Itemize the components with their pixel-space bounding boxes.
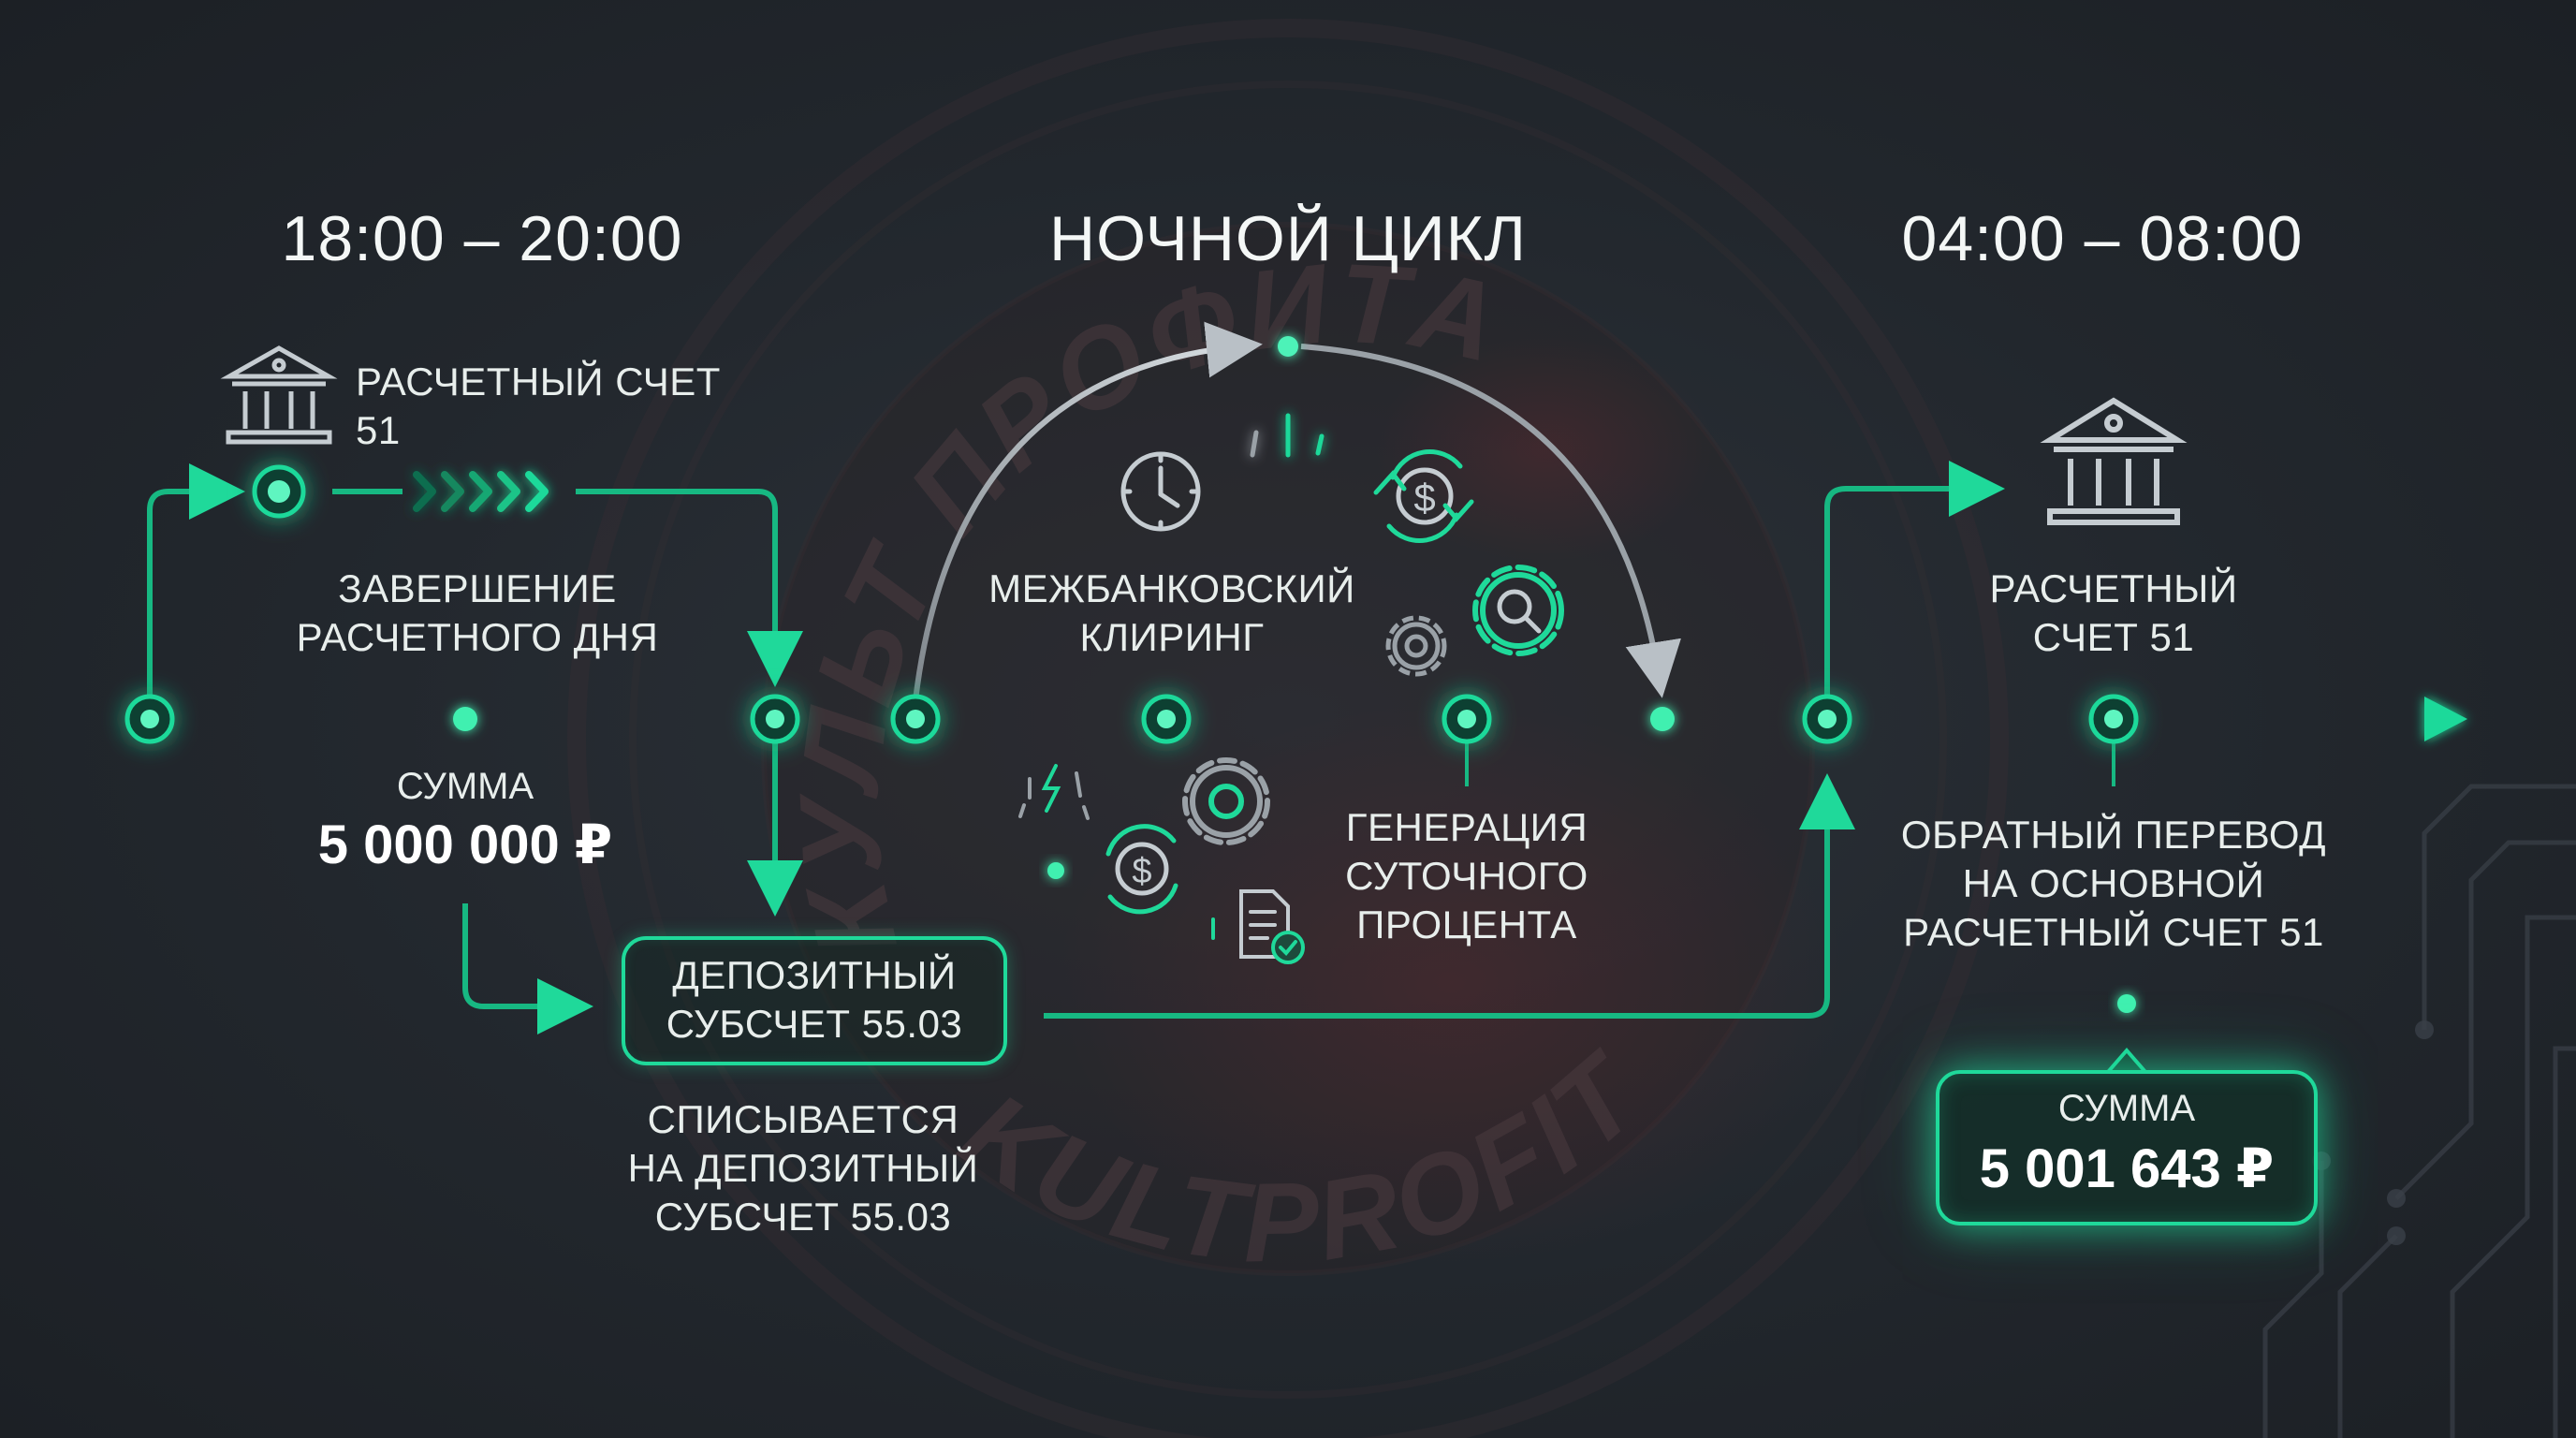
bank-icon — [2040, 397, 2188, 525]
svg-text:$: $ — [1413, 476, 1435, 520]
tick-marks — [1250, 413, 1325, 458]
loop-down-line — [576, 489, 803, 687]
right-loop-line — [1824, 461, 2005, 719]
chevrons-icon — [413, 471, 549, 512]
account-label-top: РАСЧЕТНЫЙ СЧЕТ 51 — [356, 360, 721, 452]
arc-top-node — [1278, 336, 1298, 357]
gear-icon — [1182, 757, 1270, 845]
deposit-return-line — [1044, 773, 1855, 1019]
interbank-clearing-label: МЕЖБАНКОВСКИЙ КЛИРИНГ — [988, 566, 1355, 659]
timeline-node — [124, 694, 175, 744]
transfer-back-label: ОБРАТНЫЙ ПЕРЕВОД НА ОСНОВНОЙ РАСЧЕТНЫЙ С… — [1900, 813, 2327, 954]
sum-right-label: СУММА — [2057, 1088, 2196, 1129]
sum-right-box — [1936, 1070, 2318, 1225]
dollar-cycle-icon: $ — [1373, 449, 1474, 543]
gear-icon — [1385, 615, 1447, 677]
sum-pointer-node — [2117, 994, 2136, 1013]
gear-magnifier-icon — [1472, 565, 1564, 656]
sum-left-label: СУММА — [396, 766, 534, 807]
deposit-subaccount-label: ДЕПОЗИТНЫЙ СУБСЧЕТ 55.03 — [666, 953, 963, 1046]
timeline-node — [750, 694, 800, 744]
bank-icon — [220, 345, 338, 445]
sum-box-pointer — [2106, 1047, 2147, 1074]
account-label-right: РАСЧЕТНЫЙ СЧЕТ 51 — [1989, 566, 2238, 659]
timeline-node — [2088, 694, 2139, 744]
timeline-node — [1141, 694, 1192, 744]
header-night-cycle: НОЧНОЙ ЦИКЛ — [1048, 203, 1527, 274]
timeline-node — [1442, 694, 1492, 744]
timeline-node — [1802, 694, 1852, 744]
dollar-cycle-icon: $ — [1105, 824, 1178, 915]
svg-text:$: $ — [1132, 852, 1151, 891]
clock-icon — [1120, 451, 1201, 532]
sum-to-deposit-line — [462, 903, 593, 1034]
lightning-icon — [1018, 764, 1090, 820]
day-end-label: ЗАВЕРШЕНИЕ РАСЧЕТНОГО ДНЯ — [296, 566, 659, 659]
sum-left-value: 5 000 000 ₽ — [317, 814, 613, 875]
timeline-node — [1650, 707, 1675, 731]
sum-right-value: 5 001 643 ₽ — [1979, 1138, 2275, 1199]
header-left-time: 18:00 – 20:00 — [281, 203, 683, 274]
timeline-node — [890, 694, 941, 744]
header-right-time: 04:00 – 08:00 — [1901, 203, 2304, 274]
loop-up-line — [147, 463, 245, 719]
small-node — [1047, 862, 1064, 879]
timeline-nodes — [124, 464, 2139, 1013]
document-check-icon — [1211, 889, 1305, 964]
night-cycle-arc-right — [1300, 344, 1681, 698]
main-timeline-arrowhead — [2424, 697, 2467, 741]
bank-node — [252, 464, 306, 519]
timeline-node — [453, 707, 477, 731]
written-off-label: СПИСЫВАЕТСЯ НА ДЕПОЗИТНЫЙ СУБСЧЕТ 55.03 — [627, 1097, 979, 1239]
night-cycle-arc-left — [913, 321, 1263, 701]
deposit-subaccount-box — [622, 936, 1007, 1065]
daily-interest-label: ГЕНЕРАЦИЯ СУТОЧНОГО ПРОЦЕНТА — [1345, 805, 1588, 946]
